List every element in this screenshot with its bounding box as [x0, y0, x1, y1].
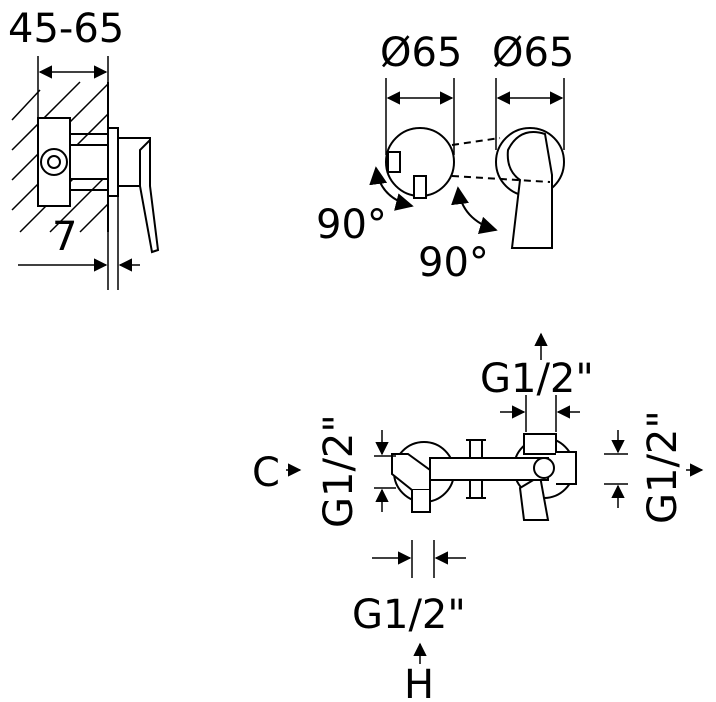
connections-view	[286, 332, 704, 664]
diameter-right-label: Ø65	[492, 30, 574, 76]
side-view	[11, 56, 160, 290]
thread-bottom-label: G1/2"	[352, 592, 466, 638]
rotation-right-label: 90°	[418, 240, 489, 286]
diameter-left-label: Ø65	[380, 30, 462, 76]
hot-inlet-label: H	[404, 662, 434, 702]
thread-left-label: G1/2"	[316, 414, 362, 528]
depth-range-label: 45-65	[8, 6, 124, 52]
cold-inlet-label: C	[252, 450, 280, 496]
thread-right-label: G1/2"	[640, 410, 686, 524]
rotation-left-label: 90°	[316, 202, 387, 248]
thread-top-label: G1/2"	[480, 356, 594, 402]
front-view	[369, 78, 565, 249]
offset-label: 7	[52, 214, 77, 260]
